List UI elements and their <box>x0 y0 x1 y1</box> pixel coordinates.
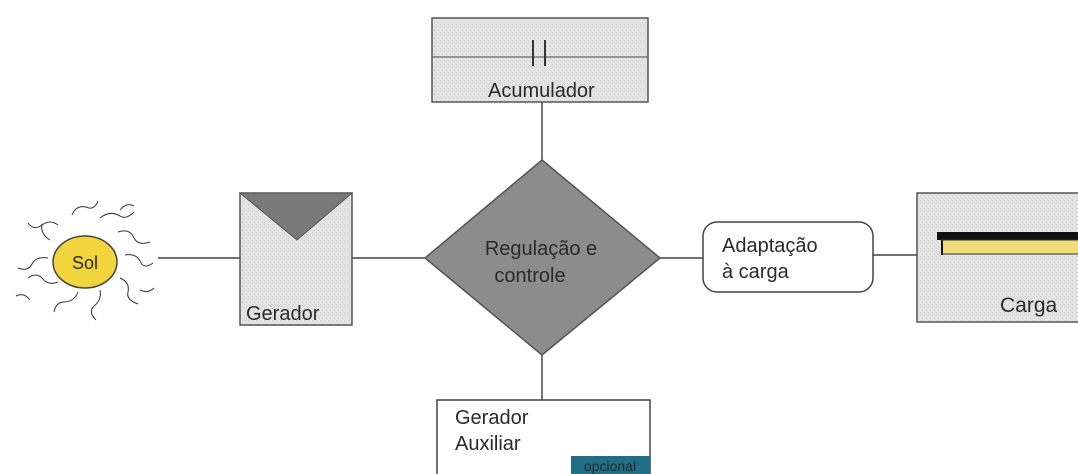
generator-panel-icon <box>238 192 354 241</box>
accumulator-box <box>431 17 649 103</box>
regulation-node: Regulação e controle <box>423 159 662 356</box>
optional-tag-bg <box>571 456 650 474</box>
regulation-diamond <box>423 159 662 356</box>
connector-lines <box>158 102 917 400</box>
generator-label: Gerador <box>246 303 320 325</box>
aux-generator-node: Gerador Auxiliar opcional <box>436 399 651 474</box>
load-bar-dark <box>937 232 1078 240</box>
aux-generator-label-line1: Gerador <box>455 407 529 429</box>
adaptation-node: Adaptação à carga <box>702 221 874 293</box>
regulation-label-line2: controle <box>494 265 565 287</box>
load-label: Carga <box>1000 294 1058 317</box>
load-box <box>916 192 1078 323</box>
accumulator-label: Acumulador <box>488 80 595 102</box>
sun-circle <box>52 235 118 289</box>
adaptation-box <box>702 221 874 293</box>
adaptation-label-line1: Adaptação <box>722 235 818 257</box>
aux-generator-label-line2: Auxiliar <box>455 433 521 455</box>
optional-tag: opcional <box>584 458 636 474</box>
sun-rays <box>15 200 155 321</box>
sun-label: Sol <box>72 253 98 273</box>
battery-icon <box>532 40 546 66</box>
load-bar-yellow <box>941 239 1078 255</box>
adaptation-label-line2: à carga <box>722 261 790 283</box>
generator-node: Gerador <box>238 192 354 326</box>
regulation-label-line1: Regulação e <box>485 238 597 260</box>
sun-node: Sol <box>15 200 155 321</box>
load-node: Carga <box>916 192 1078 323</box>
accumulator-node: Acumulador <box>431 17 649 103</box>
